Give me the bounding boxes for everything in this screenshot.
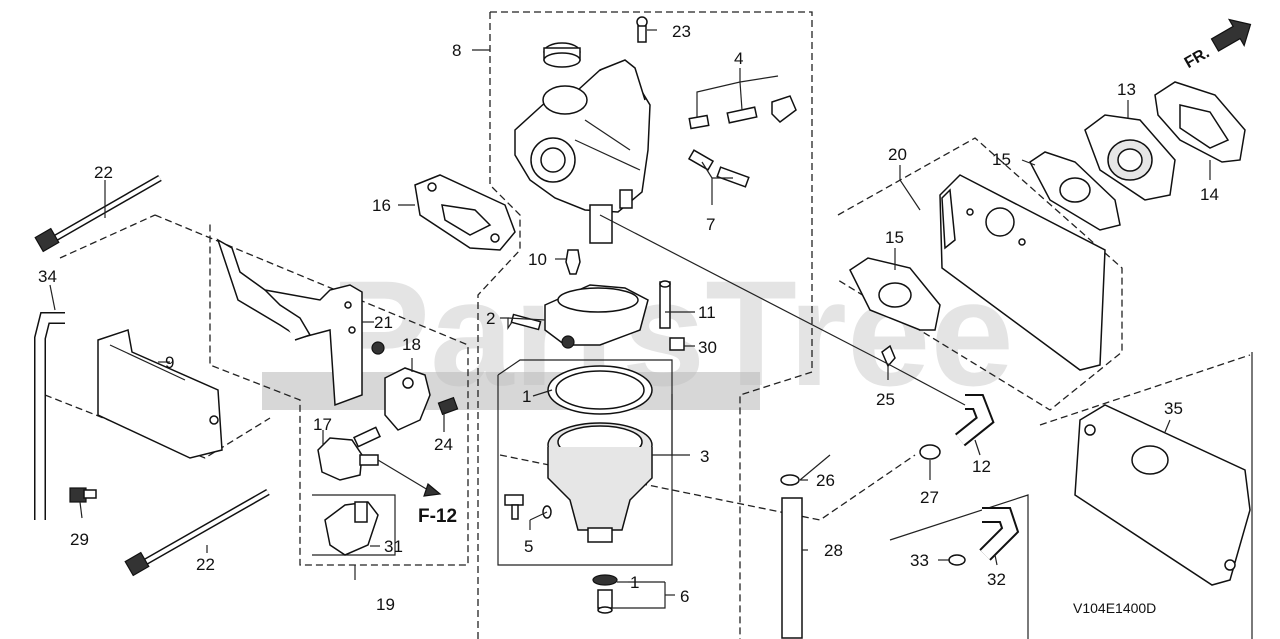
f12-leader — [377, 459, 429, 491]
hose-32 — [979, 507, 1020, 561]
drawing-code: V104E1400D — [1073, 600, 1156, 616]
callout-9: 9 — [165, 353, 174, 372]
bolt-22-lower — [124, 488, 270, 577]
callout-1: 1 — [522, 387, 531, 406]
callout-18: 18 — [402, 335, 421, 354]
hose-group-line — [889, 494, 1029, 639]
callout-8: 8 — [452, 41, 461, 60]
dash-connector-b — [44, 394, 271, 459]
callout-5: 5 — [524, 537, 533, 556]
gasket-15-lower — [849, 257, 941, 331]
callout-27: 27 — [920, 488, 939, 507]
callout-22: 22 — [94, 163, 113, 182]
callout-23: 23 — [672, 22, 691, 41]
air-cleaner-group-border — [154, 214, 469, 566]
carburetor-group-border-left — [477, 12, 521, 639]
callout-30: 30 — [698, 338, 717, 357]
clamp-26 — [780, 474, 800, 486]
callout-7: 7 — [706, 215, 715, 234]
front-direction-label: FR. — [1182, 44, 1213, 72]
dash-connector-c — [1039, 354, 1251, 426]
callout-25: 25 — [876, 390, 895, 409]
callout-28: 28 — [824, 541, 843, 560]
washer-30 — [669, 337, 685, 351]
fuel-valve-17 — [317, 426, 381, 481]
clip-25 — [881, 344, 896, 368]
callout-24: 24 — [434, 435, 453, 454]
callout-10: 10 — [528, 250, 547, 269]
jet-10 — [565, 249, 581, 275]
callout-labels: 1 1 2 3 4 5 6 7 8 9 10 11 12 13 14 15 15… — [38, 22, 1219, 614]
callout-13: 13 — [1117, 80, 1136, 99]
nozzle-11 — [659, 280, 671, 329]
callout-14: 14 — [1200, 185, 1219, 204]
callout-11: 11 — [698, 303, 716, 322]
bowl-gasket-1 — [547, 365, 653, 415]
bowl-group-box — [497, 359, 673, 566]
carburetor-group-border — [490, 11, 813, 372]
clamp-27 — [919, 444, 941, 460]
carburetor-body — [514, 59, 651, 244]
callout-21: 21 — [374, 313, 393, 332]
spacer-13 — [1084, 114, 1176, 201]
bolt-6 — [592, 574, 618, 614]
tube-34 — [34, 312, 65, 520]
drain-screw-5 — [504, 494, 552, 520]
bracket-21 — [216, 238, 385, 407]
callout-16: 16 — [372, 196, 391, 215]
callout-32: 32 — [987, 570, 1006, 589]
callout-22: 22 — [196, 555, 215, 574]
leader-lines — [49, 29, 1211, 609]
screw-23 — [636, 16, 648, 43]
callout-15: 15 — [885, 228, 904, 247]
callout-31: 31 — [384, 537, 403, 556]
hose-28 — [781, 497, 803, 639]
switch-31 — [324, 501, 379, 556]
callout-20: 20 — [888, 145, 907, 164]
cover-9 — [97, 329, 223, 459]
screw-set-4 — [688, 95, 797, 130]
callout-26: 26 — [816, 471, 835, 490]
gasket-35 — [1074, 404, 1251, 586]
bolt-29 — [69, 487, 97, 503]
callout-4: 4 — [734, 49, 743, 68]
callout-6: 6 — [680, 587, 689, 606]
gasket-14 — [1154, 81, 1246, 163]
insulator-20 — [939, 174, 1106, 371]
bolt-22-upper — [34, 174, 162, 253]
callout-17: 17 — [313, 415, 332, 434]
float-bowl-3 — [547, 422, 653, 543]
gasket-15-upper — [1029, 151, 1121, 231]
hose-12 — [955, 394, 995, 447]
gasket-16 — [414, 174, 516, 251]
float-2 — [510, 284, 649, 349]
dash-connector-a — [59, 214, 156, 259]
front-direction-indicator: FR. — [1182, 18, 1252, 72]
carburetor-group-border-right — [739, 371, 813, 639]
callout-12: 12 — [972, 457, 991, 476]
callout-34: 34 — [38, 267, 57, 286]
breather-18 — [384, 367, 431, 431]
clamp-33 — [948, 554, 966, 566]
callout-33: 33 — [910, 551, 929, 570]
callout-35: 35 — [1164, 399, 1183, 418]
figure-reference: F-12 — [418, 506, 457, 527]
callout-19: 19 — [376, 595, 395, 614]
callout-1: 1 — [630, 573, 639, 592]
callout-3: 3 — [700, 447, 709, 466]
callout-15: 15 — [992, 150, 1011, 169]
callout-29: 29 — [70, 530, 89, 549]
switch-group-box — [312, 494, 396, 556]
carburetor-cap — [543, 42, 581, 68]
callout-2: 2 — [486, 309, 495, 328]
f12-arrowhead — [423, 482, 442, 497]
bolt-24 — [437, 396, 459, 416]
screw-set-7 — [687, 149, 750, 188]
